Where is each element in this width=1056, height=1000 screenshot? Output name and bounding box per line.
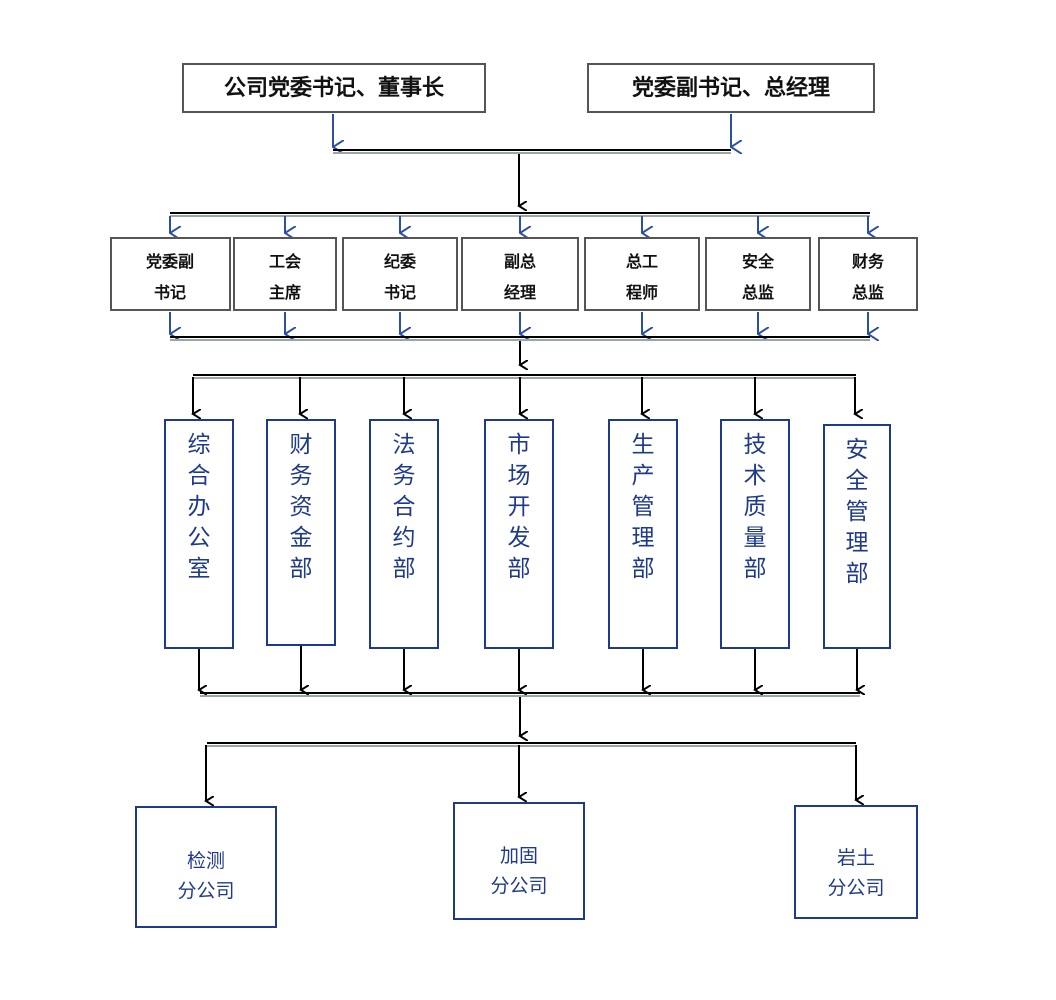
- department-label-char: 理: [632, 525, 655, 551]
- department-label-char: 办: [188, 494, 211, 520]
- department-label-char: 部: [290, 556, 313, 582]
- department-label-char: 发: [508, 525, 531, 551]
- department-label-char: 务: [290, 463, 313, 489]
- department-label-char: 部: [632, 556, 655, 582]
- executive-label: 总工: [626, 252, 658, 271]
- leader-label-general-manager: 党委副书记、总经理: [632, 75, 830, 101]
- department-label-char: 市: [508, 432, 531, 458]
- department-label-char: 技: [744, 432, 767, 458]
- executive-label: 总监: [852, 283, 884, 302]
- executive-label: 经理: [504, 283, 536, 302]
- executive-box-1: 党委副书记: [110, 216, 231, 334]
- subsidiary-label: 检测: [187, 850, 225, 872]
- executive-label: 总监: [742, 283, 774, 302]
- department-label-char: 部: [744, 556, 767, 582]
- department-label-char: 全: [846, 468, 869, 494]
- department-label-char: 约: [393, 525, 416, 551]
- leader-box-general-manager: 党委副书记、总经理: [587, 63, 875, 113]
- department-label-char: 生: [632, 432, 655, 458]
- subsidiary-label: 分公司: [177, 880, 234, 902]
- department-label-char: 管: [632, 494, 655, 520]
- department-label-char: 场: [508, 463, 531, 489]
- leader-label-chairman: 公司党委书记、董事长: [224, 75, 445, 101]
- subsidiary-label: 加固: [500, 845, 538, 867]
- department-label-char: 开: [508, 494, 531, 520]
- executive-label: 财务: [851, 252, 885, 271]
- executive-label: 主席: [269, 283, 301, 302]
- department-label-char: 务: [393, 463, 416, 489]
- department-label-char: 公: [188, 525, 211, 551]
- department-label-char: 资: [290, 494, 313, 520]
- department-label-char: 部: [846, 561, 869, 587]
- department-label-char: 部: [393, 556, 416, 582]
- executive-label: 副总: [504, 252, 536, 271]
- department-label-char: 合: [188, 463, 211, 489]
- executive-label: 工会: [269, 252, 301, 271]
- executive-label: 书记: [384, 283, 416, 302]
- department-label-char: 质: [744, 494, 767, 520]
- department-label-char: 综: [188, 432, 211, 458]
- department-label-char: 室: [188, 556, 211, 582]
- subsidiary-label: 分公司: [827, 877, 884, 899]
- department-label-char: 安: [846, 437, 869, 463]
- department-label-char: 术: [744, 463, 767, 489]
- subsidiary-label: 分公司: [490, 875, 547, 897]
- executive-label: 纪委: [384, 252, 417, 271]
- department-label-char: 部: [508, 556, 531, 582]
- department-label-char: 财: [290, 432, 313, 458]
- leader-box-chairman: 公司党委书记、董事长: [182, 63, 486, 113]
- department-label-char: 管: [846, 499, 869, 525]
- executive-label: 程师: [626, 283, 658, 302]
- executive-label: 党委副: [146, 252, 194, 271]
- subsidiary-label: 岩土: [837, 847, 875, 869]
- department-label-char: 产: [632, 463, 655, 489]
- department-label-char: 量: [744, 525, 767, 551]
- department-label-char: 合: [393, 494, 416, 520]
- department-label-char: 金: [290, 525, 313, 551]
- department-label-char: 法: [393, 432, 416, 458]
- executive-label: 安全: [742, 252, 775, 271]
- department-label-char: 理: [846, 530, 869, 556]
- executive-label: 书记: [154, 283, 186, 302]
